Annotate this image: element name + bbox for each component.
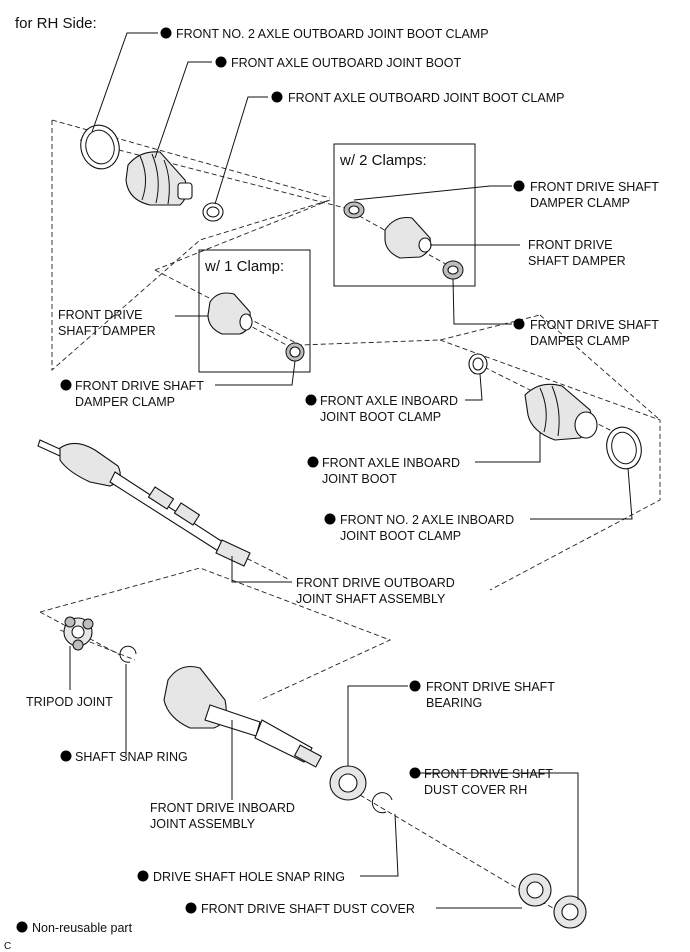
svg-text:DAMPER CLAMP: DAMPER CLAMP bbox=[530, 334, 630, 348]
box-two-clamps bbox=[333, 143, 476, 287]
svg-text:BEARING: BEARING bbox=[426, 696, 482, 710]
inboard-boot-clamp-part bbox=[468, 353, 488, 375]
dust-cover-rh-part bbox=[553, 895, 587, 929]
label-damper-2c: FRONT DRIVE SHAFT DAMPER bbox=[528, 238, 626, 268]
svg-text:DAMPER CLAMP: DAMPER CLAMP bbox=[530, 196, 630, 210]
svg-text:FRONT AXLE INBOARD: FRONT AXLE INBOARD bbox=[322, 456, 460, 470]
svg-text:SHAFT DAMPER: SHAFT DAMPER bbox=[528, 254, 626, 268]
svg-text:JOINT BOOT CLAMP: JOINT BOOT CLAMP bbox=[320, 410, 441, 424]
svg-text:JOINT BOOT: JOINT BOOT bbox=[322, 472, 397, 486]
svg-text:JOINT SHAFT ASSEMBLY: JOINT SHAFT ASSEMBLY bbox=[296, 592, 446, 606]
no2-outboard-clamp-part bbox=[80, 124, 120, 170]
label-outboard-boot-clamp: FRONT AXLE OUTBOARD JOINT BOOT CLAMP bbox=[271, 91, 564, 105]
label-dust-cover-rh: FRONT DRIVE SHAFT DUST COVER RH bbox=[409, 767, 553, 797]
svg-text:FRONT AXLE INBOARD: FRONT AXLE INBOARD bbox=[320, 394, 458, 408]
legend-non-reusable: Non-reusable part bbox=[16, 921, 133, 935]
label-damper-clamp-1c: FRONT DRIVE SHAFT DAMPER CLAMP bbox=[60, 379, 204, 409]
damper-1c-parts bbox=[207, 292, 305, 362]
label-damper-clamp-top: FRONT DRIVE SHAFT DAMPER CLAMP bbox=[513, 180, 659, 210]
label-inboard-joint: FRONT DRIVE INBOARD JOINT ASSEMBLY bbox=[150, 801, 295, 831]
svg-text:DUST COVER RH: DUST COVER RH bbox=[424, 783, 527, 797]
label-inboard-boot-clamp: FRONT AXLE INBOARD JOINT BOOT CLAMP bbox=[305, 394, 458, 424]
svg-text:SHAFT DAMPER: SHAFT DAMPER bbox=[58, 324, 156, 338]
svg-text:JOINT ASSEMBLY: JOINT ASSEMBLY bbox=[150, 817, 256, 831]
svg-text:FRONT NO. 2 AXLE OUTBOARD JOIN: FRONT NO. 2 AXLE OUTBOARD JOINT BOOT CLA… bbox=[176, 27, 489, 41]
hole-snap-ring-part bbox=[371, 792, 393, 814]
svg-text:FRONT DRIVE SHAFT: FRONT DRIVE SHAFT bbox=[75, 379, 204, 393]
outboard-boot-part bbox=[125, 151, 193, 206]
dust-cover-part bbox=[518, 873, 552, 907]
outboard-shaft-part bbox=[37, 439, 251, 567]
label-dust-cover: FRONT DRIVE SHAFT DUST COVER bbox=[185, 902, 415, 916]
svg-text:FRONT NO. 2 AXLE INBOARD: FRONT NO. 2 AXLE INBOARD bbox=[340, 513, 514, 527]
label-damper-clamp-mid: FRONT DRIVE SHAFT DAMPER CLAMP bbox=[513, 318, 659, 348]
svg-text:FRONT DRIVE SHAFT DUST COVER: FRONT DRIVE SHAFT DUST COVER bbox=[201, 902, 415, 916]
svg-text:DAMPER CLAMP: DAMPER CLAMP bbox=[75, 395, 175, 409]
inboard-joint-part bbox=[163, 665, 323, 768]
label-outboard-shaft: FRONT DRIVE OUTBOARD JOINT SHAFT ASSEMBL… bbox=[296, 576, 455, 606]
label-tripod-joint: TRIPOD JOINT bbox=[26, 695, 113, 709]
svg-text:JOINT BOOT CLAMP: JOINT BOOT CLAMP bbox=[340, 529, 461, 543]
label-no2-inboard-clamp: FRONT NO. 2 AXLE INBOARD JOINT BOOT CLAM… bbox=[324, 513, 514, 543]
box-two-clamps-title: w/ 2 Clamps: bbox=[339, 152, 427, 169]
svg-text:FRONT DRIVE SHAFT: FRONT DRIVE SHAFT bbox=[424, 767, 553, 781]
svg-text:FRONT AXLE OUTBOARD JOINT BOOT: FRONT AXLE OUTBOARD JOINT BOOT bbox=[231, 56, 461, 70]
box-one-clamp bbox=[198, 249, 311, 373]
outboard-boot-clamp-part bbox=[202, 202, 224, 222]
tripod-joint-part bbox=[63, 616, 94, 651]
svg-text:FRONT DRIVE: FRONT DRIVE bbox=[58, 308, 143, 322]
svg-text:FRONT DRIVE SHAFT: FRONT DRIVE SHAFT bbox=[530, 318, 659, 332]
label-shaft-snap-ring: SHAFT SNAP RING bbox=[60, 750, 188, 764]
figure-code: C bbox=[4, 941, 11, 952]
bearing-part bbox=[329, 765, 367, 801]
diagram-title: for RH Side: bbox=[15, 15, 97, 32]
svg-text:FRONT DRIVE OUTBOARD: FRONT DRIVE OUTBOARD bbox=[296, 576, 455, 590]
label-damper-1c: FRONT DRIVE SHAFT DAMPER bbox=[58, 308, 156, 338]
damper-2c-parts bbox=[343, 201, 464, 280]
svg-text:TRIPOD JOINT: TRIPOD JOINT bbox=[26, 695, 113, 709]
box-one-clamp-title: w/ 1 Clamp: bbox=[204, 258, 284, 275]
svg-text:FRONT DRIVE SHAFT: FRONT DRIVE SHAFT bbox=[530, 180, 659, 194]
leader-lines bbox=[69, 32, 633, 909]
svg-text:SHAFT SNAP RING: SHAFT SNAP RING bbox=[75, 750, 188, 764]
no2-inboard-clamp-part bbox=[606, 426, 642, 470]
label-inboard-boot: FRONT AXLE INBOARD JOINT BOOT bbox=[307, 456, 460, 486]
label-bearing: FRONT DRIVE SHAFT BEARING bbox=[409, 680, 555, 710]
svg-text:FRONT AXLE OUTBOARD JOINT BOOT: FRONT AXLE OUTBOARD JOINT BOOT CLAMP bbox=[288, 91, 564, 105]
svg-text:Non-reusable part: Non-reusable part bbox=[32, 921, 133, 935]
svg-text:FRONT DRIVE SHAFT: FRONT DRIVE SHAFT bbox=[426, 680, 555, 694]
label-no2-outboard-clamp: FRONT NO. 2 AXLE OUTBOARD JOINT BOOT CLA… bbox=[160, 27, 489, 41]
shaft-snap-ring-part bbox=[119, 645, 137, 663]
svg-text:FRONT DRIVE: FRONT DRIVE bbox=[528, 238, 613, 252]
label-hole-snap-ring: DRIVE SHAFT HOLE SNAP RING bbox=[137, 870, 345, 884]
inboard-boot-part bbox=[524, 383, 598, 441]
svg-text:DRIVE SHAFT HOLE SNAP RING: DRIVE SHAFT HOLE SNAP RING bbox=[153, 870, 345, 884]
label-outboard-boot: FRONT AXLE OUTBOARD JOINT BOOT bbox=[215, 56, 461, 70]
svg-text:FRONT DRIVE INBOARD: FRONT DRIVE INBOARD bbox=[150, 801, 295, 815]
